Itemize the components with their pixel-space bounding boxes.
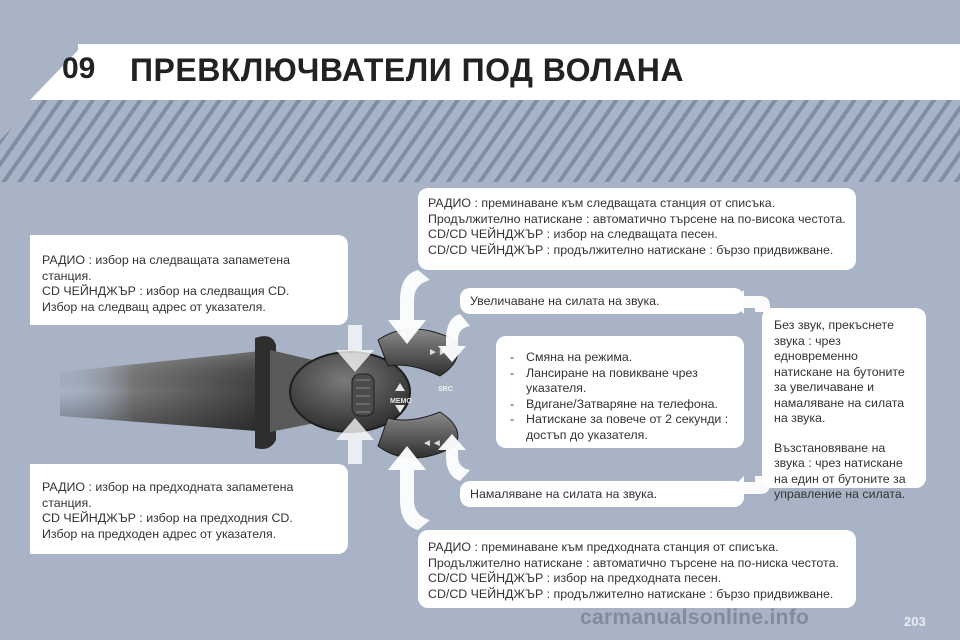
page-title: ПРЕВКЛЮЧВАТЕЛИ ПОД ВОЛАНА	[130, 52, 684, 88]
chapter-number: 09	[62, 52, 96, 85]
info-line: РАДИО : преминаване към следващата станц…	[428, 196, 776, 210]
volume-up-box: Увеличаване на силата на звука.	[460, 288, 744, 314]
fast-forward-icon: ►►	[428, 347, 448, 358]
info-line: CD ЧЕЙНДЖЪР : избор на следващия CD.	[42, 284, 290, 298]
info-line: Увеличаване на силата на звука.	[470, 294, 660, 308]
info-line: РАДИО : избор на предходната запаметена …	[42, 480, 294, 510]
list-item: Смяна на режима.	[510, 350, 734, 366]
info-line: РАДИО : преминаване към предходната стан…	[428, 540, 779, 554]
scroll-wheel[interactable]	[351, 373, 375, 417]
info-line: Избор на предходен адрес от указателя.	[42, 526, 277, 541]
info-line: CD/CD ЧЕЙНДЖЪР : продължително натискане…	[428, 242, 834, 257]
list-item: Вдигане/Затваряне на телефона.	[510, 397, 734, 413]
info-line: Без звук, прекъснете звука : чрез едновр…	[774, 318, 905, 425]
info-line: Продължително натискане : автоматично тъ…	[428, 555, 839, 570]
info-line: Продължително натискане : автоматично тъ…	[428, 211, 846, 226]
page-number: 203	[904, 614, 926, 629]
info-line: Възстановяване на звука : чрез натискане…	[774, 440, 906, 502]
striped-band	[0, 100, 960, 182]
next-preset-box: РАДИО : избор на следващата запаметена с…	[30, 235, 348, 325]
memo-label: MEMO	[390, 398, 412, 405]
info-line: CD ЧЕЙНДЖЪР : избор на предходния CD.	[42, 511, 293, 525]
previous-preset-box: РАДИО : избор на предходната запаметена …	[30, 464, 348, 554]
seek-down-box: РАДИО : преминаване към предходната стан…	[418, 530, 856, 608]
info-line: Избор на следващ адрес от указателя.	[42, 299, 266, 314]
header-bar	[78, 44, 960, 100]
info-line: CD/CD ЧЕЙНДЖЪР : избор на следващата пес…	[428, 227, 718, 241]
src-button-box: Смяна на режима. Лансиране на повикване …	[496, 336, 744, 448]
mute-box: Без звук, прекъснете звука : чрез едновр…	[762, 308, 926, 501]
info-line: CD/CD ЧЕЙНДЖЪР : избор на предходната пе…	[428, 571, 722, 585]
info-line: Намаляване на силата на звука.	[470, 487, 658, 501]
down-triangle-icon	[395, 405, 405, 413]
rewind-icon: ◄◄	[422, 438, 442, 449]
list-item: Натискане за повече от 2 секунди : достъ…	[510, 412, 734, 443]
seek-up-box: РАДИО : преминаване към следващата станц…	[418, 188, 856, 270]
watermark: carmanualsonline.info	[580, 606, 810, 629]
info-line: CD/CD ЧЕЙНДЖЪР : продължително натискане…	[428, 586, 834, 601]
volume-down-box: Намаляване на силата на звука.	[460, 481, 744, 507]
up-triangle-icon	[395, 383, 405, 391]
src-label: SRC	[438, 386, 453, 393]
info-line: РАДИО : избор на следващата запаметена с…	[42, 253, 290, 283]
list-item: Лансиране на повикване чрез указателя.	[510, 366, 734, 397]
